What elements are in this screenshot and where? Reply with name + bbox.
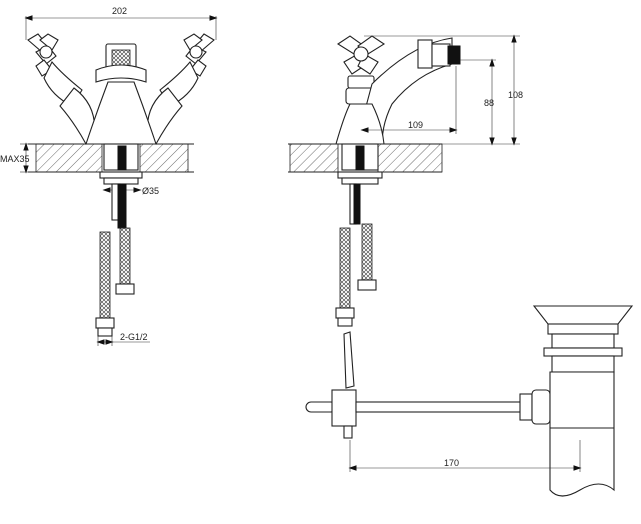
dim-spout-reach: 109 <box>360 66 458 134</box>
front-view: 202 <box>0 6 218 346</box>
deck-front <box>28 143 194 173</box>
dim-g12-label: 2-G1/2 <box>120 332 148 342</box>
deck-side <box>288 143 443 173</box>
dim-202-label: 202 <box>112 6 127 16</box>
dim-170-label: 170 <box>444 458 459 468</box>
dim-total-height: 108 <box>364 34 523 146</box>
aerator <box>95 43 147 83</box>
side-spout <box>355 37 461 145</box>
dim-88-label: 88 <box>484 98 494 108</box>
left-cross-handle <box>27 33 96 145</box>
dim-35-label: Ø35 <box>142 186 159 196</box>
front-body <box>85 81 157 145</box>
side-view: 109 88 108 <box>288 34 523 389</box>
pop-up-waste: 170 <box>305 305 634 497</box>
dim-max35-label: MAX35 <box>0 154 30 164</box>
dim-109-label: 109 <box>408 120 423 130</box>
dim-front-width: 202 <box>24 6 218 40</box>
pull-rod <box>343 331 355 389</box>
dim-waste-length: 170 <box>348 440 582 472</box>
dim-108-label: 108 <box>508 90 523 100</box>
right-cross-handle <box>146 33 215 145</box>
dim-max35: MAX35 <box>0 142 36 174</box>
side-body <box>335 103 385 145</box>
dim-connection: 2-G1/2 <box>96 332 150 346</box>
front-flex-hoses <box>95 227 135 337</box>
